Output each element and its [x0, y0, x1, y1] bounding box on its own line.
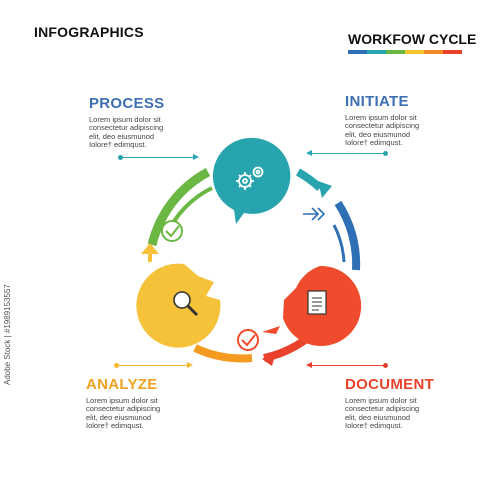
guide-initiate: [306, 150, 388, 156]
step-text-analyze: Lorem ipsum dolor sit consectetur adipis…: [86, 396, 172, 431]
bar-segment: [367, 50, 386, 54]
cycle-arc-green: [147, 168, 211, 247]
text-line: elit, deo eiusmunod: [86, 412, 152, 422]
step-title-document: DOCUMENT: [345, 376, 435, 393]
check-badge-bottom: [237, 329, 259, 351]
text-line: elit, deo eiusmunod: [345, 412, 411, 422]
text-line: Lorem ipsum dolor sit: [86, 396, 158, 405]
guide-arrow-icon: [306, 150, 312, 156]
arrow-inner-icon: [262, 326, 280, 334]
cycle-arc-teal: [295, 168, 323, 191]
magnifier-icon: [173, 291, 199, 317]
bar-segment: [443, 50, 462, 54]
guide-process: [118, 154, 200, 160]
guide-arrow-icon: [193, 154, 199, 160]
step-text-initiate: Lorem ipsum dolor sit consectetur adipis…: [345, 113, 431, 148]
gears-icon: [236, 166, 264, 190]
text-line: consectetur adipiscing: [89, 123, 164, 133]
guide-arrow-icon: [306, 362, 312, 368]
bar-segment: [348, 50, 367, 54]
guide-line: [312, 365, 384, 366]
guide-line: [118, 365, 188, 366]
text-line: Lorem ipsum dolor sit: [345, 396, 417, 405]
text-line: consectetur adipiscing: [345, 121, 420, 131]
arrow-right-icon: [318, 181, 332, 198]
text-line: Lorem ipsum dolor sit: [89, 115, 161, 124]
step-text-document: Lorem ipsum dolor sit consectetur adipis…: [345, 396, 431, 431]
step-text-process: Lorem ipsum dolor sit consectetur adipis…: [89, 115, 175, 150]
text-line: Lorem ipsum dolor sit: [345, 113, 417, 122]
guide-dot: [118, 155, 123, 160]
guide-line: [122, 157, 194, 158]
document-icon: [307, 290, 327, 315]
color-bar: [348, 50, 462, 54]
side-stamp: Adobe Stock | #1989153557: [3, 284, 12, 385]
guide-dot: [383, 363, 388, 368]
bar-segment: [405, 50, 424, 54]
bar-segment: [386, 50, 405, 54]
infographics-title: INFOGRAPHICS: [34, 24, 144, 40]
arrow-up-icon: [141, 243, 159, 262]
text-line: consectetur adipiscing: [86, 404, 161, 414]
arrow-left-icon: [262, 352, 276, 366]
text-line: elit, deo eiusmunod: [345, 129, 411, 139]
text-line: Iolore† edimqust.: [86, 421, 144, 431]
text-line: Iolore† edimqust.: [345, 421, 403, 431]
text-line: elit, deo eiusmunod: [89, 131, 155, 141]
guide-dot: [383, 151, 388, 156]
check-badge-left: [161, 220, 183, 242]
text-line: Iolore† edimqust.: [345, 138, 403, 148]
guide-line: [312, 153, 384, 154]
forward-arrow-icon: [303, 207, 326, 221]
cycle-arc-blue-inner: [332, 224, 346, 263]
guide-arrow-icon: [187, 362, 193, 368]
text-line: consectetur adipiscing: [345, 404, 420, 414]
step-title-initiate: INITIATE: [345, 93, 409, 110]
workflow-cycle-title: WORKFOW CYCLE: [348, 31, 477, 47]
step-title-analyze: ANALYZE: [86, 376, 158, 393]
cycle-arc-blue: [334, 200, 361, 271]
text-line: Iolore† edimqust.: [89, 140, 147, 150]
guide-dot: [114, 363, 119, 368]
bar-segment: [424, 50, 443, 54]
step-title-process: PROCESS: [89, 95, 165, 112]
guide-document: [306, 362, 388, 368]
guide-analyze: [114, 362, 194, 368]
cycle-arc-orange: [193, 344, 253, 363]
